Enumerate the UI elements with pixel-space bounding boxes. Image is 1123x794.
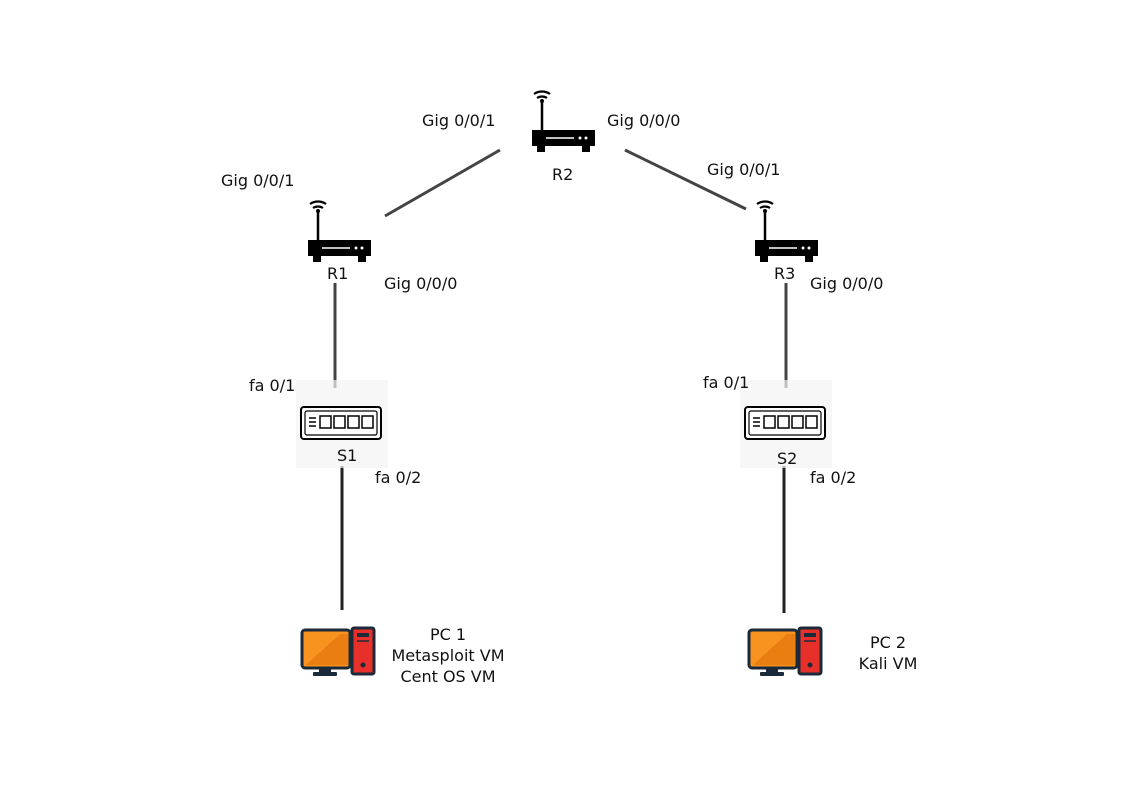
switch-s2-icon[interactable]: [740, 380, 832, 468]
router-r1-icon[interactable]: [308, 200, 371, 262]
r2-port-right-label: Gig 0/0/0: [607, 111, 681, 130]
r2-port-left-label: Gig 0/0/1: [422, 111, 496, 130]
switch-s1-icon[interactable]: [296, 380, 388, 468]
pc2-label-line: Kali VM: [858, 654, 918, 673]
r1-port-lower-label: Gig 0/0/0: [384, 274, 458, 293]
pc2-computer-icon[interactable]: [747, 626, 823, 676]
s2-port-up-label: fa 0/1: [703, 373, 750, 392]
router-r3-icon[interactable]: [755, 200, 818, 262]
pc2-label: PC 2 Kali VM: [840, 632, 936, 674]
pc1-label-line: Metasploit VM: [391, 646, 505, 665]
s1-port-up-label: fa 0/1: [249, 376, 296, 395]
pc1-label-line: Cent OS VM: [400, 667, 496, 686]
s1-port-down-label: fa 0/2: [375, 468, 422, 487]
switch-s2-name: S2: [777, 449, 798, 468]
router-r2-name: R2: [552, 165, 574, 184]
switch-s1-name: S1: [337, 446, 358, 465]
link-r1-r2: [384, 148, 501, 218]
r3-port-lower-label: Gig 0/0/0: [810, 274, 884, 293]
pc1-label-line: PC 1: [429, 625, 467, 644]
link-r2-r3: [624, 148, 747, 211]
pc1-computer-icon[interactable]: [300, 626, 376, 676]
pc2-label-line: PC 2: [869, 633, 907, 652]
router-r3-name: R3: [774, 264, 796, 283]
router-r2-icon[interactable]: [532, 89, 595, 152]
router-r1-name: R1: [327, 264, 349, 283]
r1-port-upper-label: Gig 0/0/1: [221, 171, 295, 190]
r3-port-upper-label: Gig 0/0/1: [707, 160, 781, 179]
pc1-label: PC 1 Metasploit VM Cent OS VM: [384, 624, 512, 687]
s2-port-down-label: fa 0/2: [810, 468, 857, 487]
